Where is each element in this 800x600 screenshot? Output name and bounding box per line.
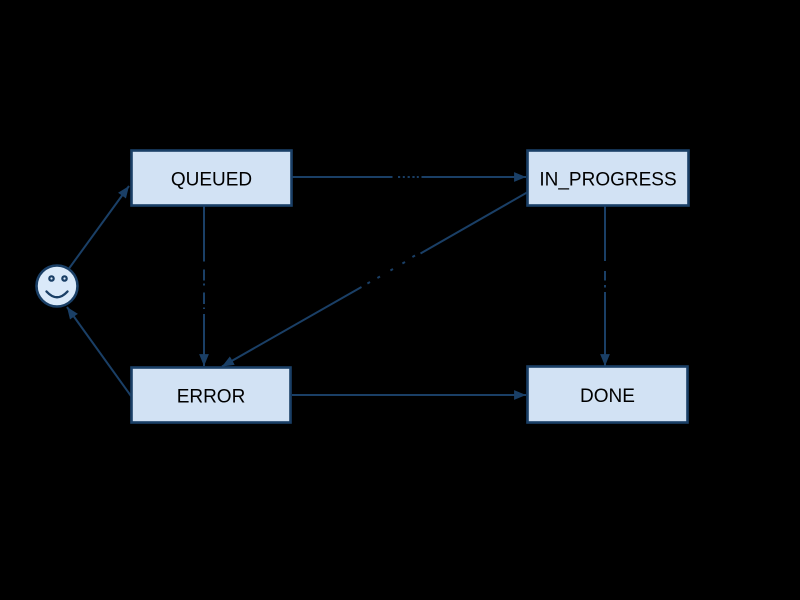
node-error: ERROR <box>130 366 292 424</box>
node-queued-box <box>130 149 293 207</box>
edges <box>66 177 605 400</box>
node-in-progress-box <box>526 149 690 207</box>
actor-node <box>35 264 79 308</box>
edge-label-gap-specks <box>366 254 416 285</box>
smiley-right-eye-icon <box>61 275 68 282</box>
smiley-left-eye-icon <box>48 275 55 282</box>
edge-error-to-actor <box>66 306 132 397</box>
node-done-box <box>526 365 689 424</box>
node-queued-label: QUEUED <box>171 170 252 191</box>
smiley-mouth-icon <box>45 290 69 299</box>
smiley-face-icon <box>35 264 79 308</box>
node-in-progress: IN_PROGRESS <box>526 149 690 207</box>
node-in-progress-label: IN_PROGRESS <box>539 170 676 191</box>
edge-actor-to-queued <box>68 185 130 270</box>
node-error-label: ERROR <box>177 387 246 408</box>
edge-in-progress-to-error <box>222 191 528 367</box>
nodes: QUEUED IN_PROGRESS ERROR DONE <box>35 149 690 424</box>
node-queued: QUEUED <box>130 149 293 207</box>
node-done-label: DONE <box>580 386 635 407</box>
node-error-box <box>130 366 292 424</box>
node-done: DONE <box>526 365 689 424</box>
